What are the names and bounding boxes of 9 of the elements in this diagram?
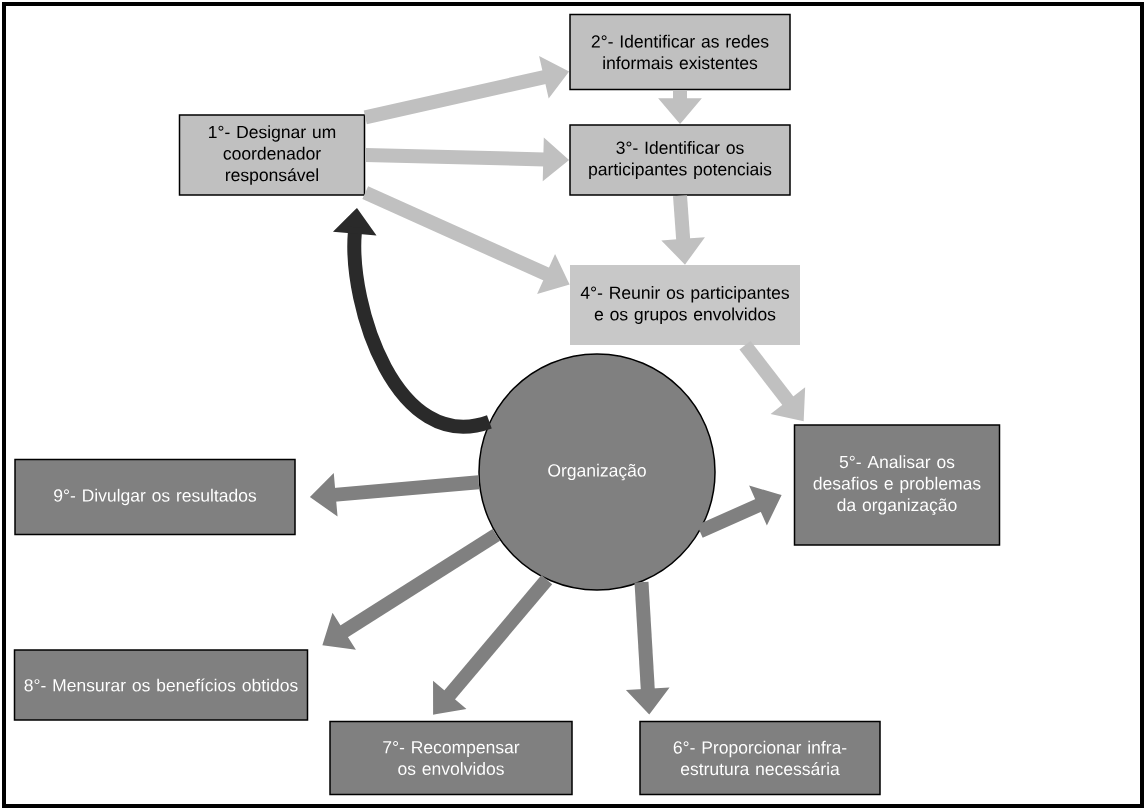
step-box: 9°- Divulgar os resultados	[14, 458, 296, 536]
step-box: 7°- Recompensar os envolvidos	[329, 720, 573, 796]
step-box: 5°- Analisar os desafios e problemas da organização	[793, 424, 1001, 546]
block-arrow	[433, 575, 553, 715]
step-box: 2°- Identificar as redes informais existentes	[569, 13, 791, 91]
step-box: 6°- Proporcionar infra-estrutura necessária	[639, 720, 881, 796]
step-box: 4°- Reunir os participantes e os grupos envolvidos	[570, 265, 800, 345]
step-box: 8°- Mensurar os benefícios obtidos	[13, 649, 309, 721]
step-box: 1°- Designar um coordenador responsável	[178, 114, 366, 196]
